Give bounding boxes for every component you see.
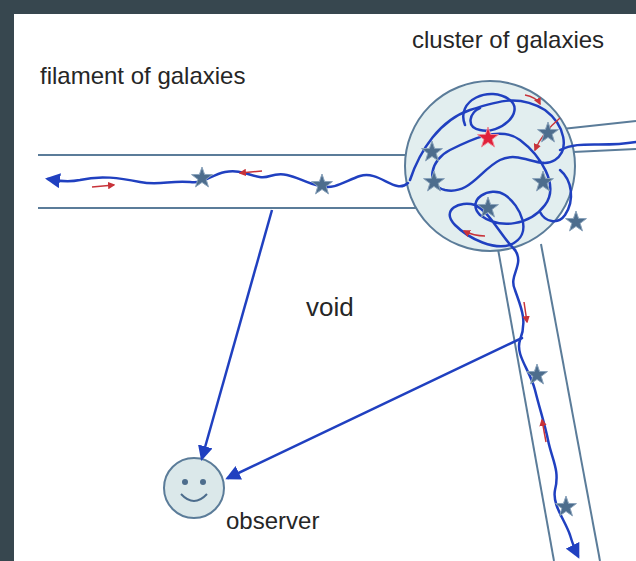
face-smile	[181, 494, 207, 501]
node-title: filament of galaxies	[40, 62, 245, 90]
galaxy-stars	[192, 122, 587, 516]
galaxy-filament: filament of galaxies	[38, 62, 413, 212]
galaxy-star	[192, 167, 213, 187]
region-label: void	[306, 292, 354, 323]
motion-arrow	[542, 420, 546, 442]
filament-flow	[560, 142, 636, 150]
galaxy-star	[424, 171, 445, 191]
galaxy-star	[538, 122, 559, 142]
filament-wall	[541, 244, 600, 561]
galaxy-star	[566, 211, 587, 231]
observer-face: observer	[160, 455, 330, 541]
motion-arrow	[92, 185, 114, 187]
node-outline	[403, 26, 629, 258]
slide-ground	[14, 14, 636, 561]
filament-wall	[38, 154, 406, 156]
filament-wall	[38, 207, 416, 209]
cluster-tangle	[463, 94, 514, 131]
galaxy-star	[556, 496, 577, 516]
face-eye	[200, 479, 206, 485]
face-circle	[164, 458, 224, 518]
cluster-tangle	[540, 170, 571, 221]
motion-arrow	[464, 231, 485, 236]
cluster-circle	[405, 81, 575, 251]
flow-paths	[48, 94, 636, 556]
motion-arrow	[525, 95, 540, 104]
motion-arrow	[535, 118, 560, 150]
central-galaxy-star	[478, 127, 499, 147]
motion-arrow	[524, 302, 527, 322]
filament-wall	[498, 249, 554, 561]
face-eye	[182, 479, 188, 485]
motion-arrows	[92, 95, 560, 442]
filament-wall	[562, 121, 636, 129]
filament-wall	[573, 149, 636, 152]
galaxy-star	[527, 364, 548, 384]
light-ray	[228, 338, 522, 478]
galaxy-cluster: cluster of galaxies	[403, 26, 629, 258]
motion-arrow	[240, 171, 262, 173]
filament-flow	[48, 171, 408, 187]
galaxy-star	[533, 171, 554, 191]
cluster-tangle	[410, 101, 564, 250]
filament-flow	[513, 250, 578, 556]
node-title: cluster of galaxies	[412, 26, 604, 54]
galaxy-star	[312, 174, 333, 194]
light-ray	[202, 210, 272, 458]
galaxy-star	[478, 197, 499, 217]
galaxy-star	[422, 141, 443, 161]
node-title: observer	[226, 507, 319, 535]
